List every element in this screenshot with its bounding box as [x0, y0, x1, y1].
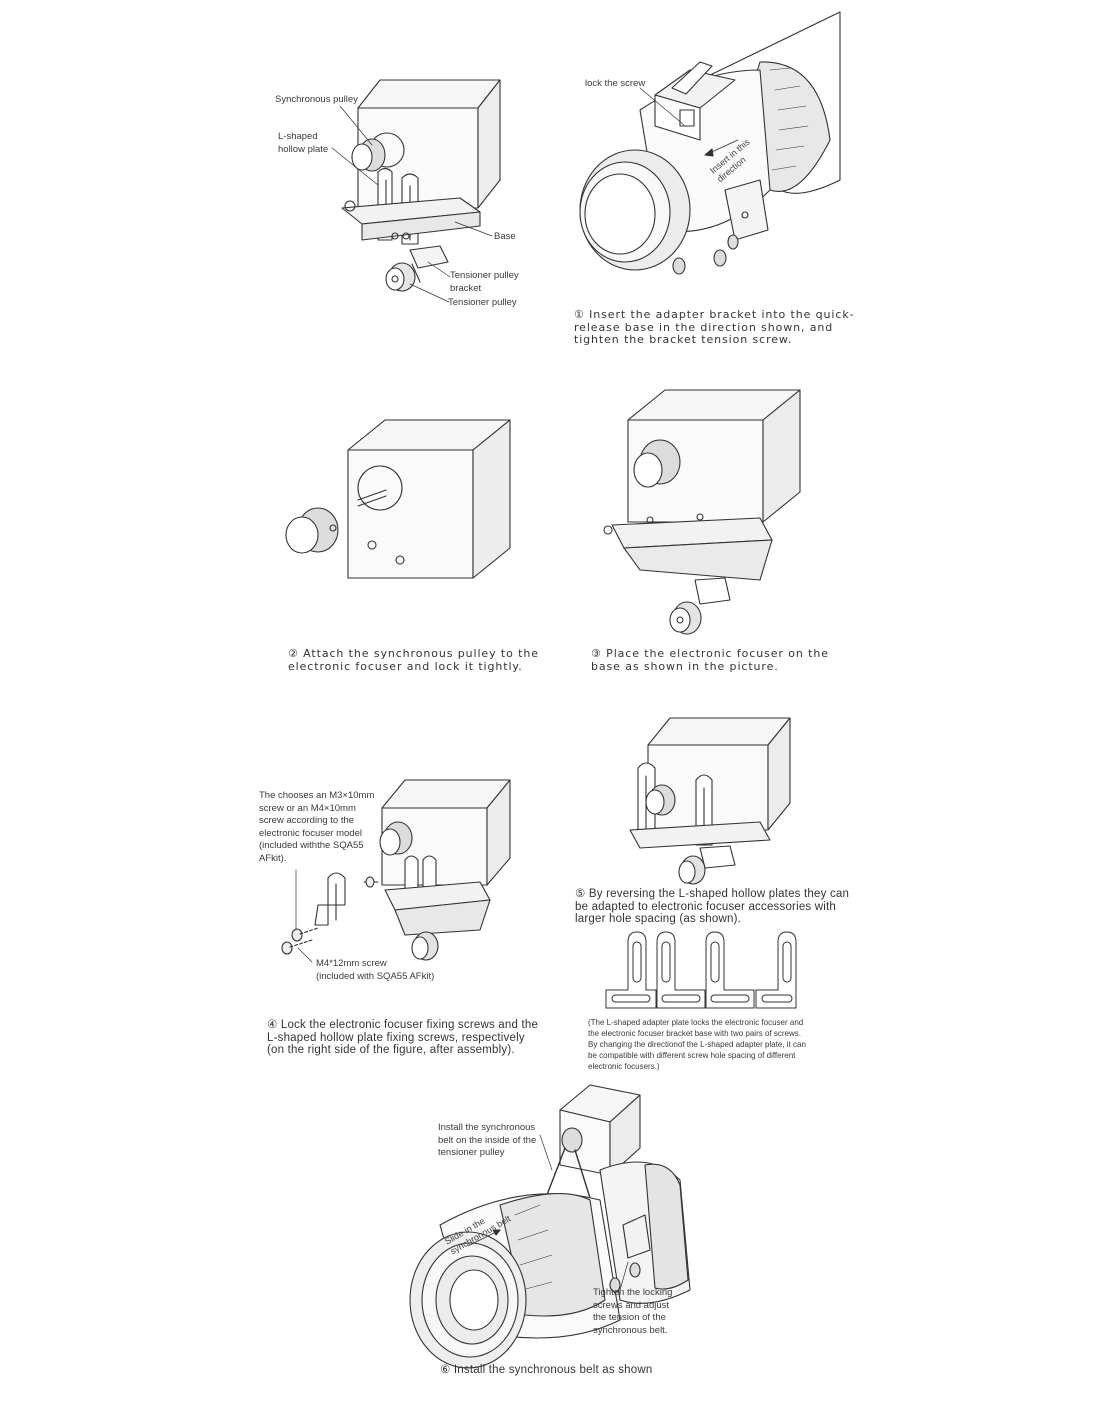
caption-step-1: ① Insert the adapter bracket into the qu…: [574, 308, 855, 346]
label-l-shaped-hollow-plate: L-shaped hollow plate: [278, 131, 329, 155]
fig-step5-plate-variants: [605, 931, 797, 1009]
note-screw-choice: The chooses an M3×10mm screw or an M4×10…: [259, 790, 375, 864]
caption-step-5: ⑤ By reversing the L-shaped hollow plate…: [575, 888, 850, 925]
note-l-plate-adapter: (The L-shaped adapter plate locks the el…: [588, 1018, 806, 1071]
label-tensioner-pulley-bracket: Tensioner pulley bracket: [450, 270, 519, 294]
fig-step1-lens-bracket: [579, 11, 841, 275]
label-lock-the-screw: lock the screw: [585, 78, 646, 89]
fig-step6-belt-assembly: [409, 1084, 691, 1369]
label-base: Base: [494, 231, 516, 242]
caption-step-2: ② Attach the synchronous pulley to the e…: [288, 647, 539, 673]
label-tensioner-pulley: Tensioner pulley: [448, 297, 517, 308]
fig1-focuser-assembly: [331, 79, 501, 303]
fig-step3-focuser-on-base: [603, 389, 801, 635]
note-m4-screw: M4*12mm screw (included with SQA55 AFkit…: [316, 958, 435, 982]
fig-step5-reversed-assembly: [629, 717, 791, 885]
fig-step2-focuser-pulley: [285, 419, 511, 579]
caption-step-3: ③ Place the electronic focuser on the ba…: [591, 647, 829, 673]
fig-step4-screws: [281, 779, 511, 963]
label-install-belt-inside: Install the synchronous belt on the insi…: [438, 1122, 537, 1158]
label-tighten-locking-screws: Tighten the locking screws and adjust th…: [593, 1287, 673, 1336]
label-synchronous-pulley: Synchronous pulley: [275, 94, 358, 105]
caption-step-4: ④ Lock the electronic focuser fixing scr…: [267, 1019, 539, 1056]
caption-step-6: ⑥ Install the synchronous belt as shown: [440, 1364, 653, 1376]
